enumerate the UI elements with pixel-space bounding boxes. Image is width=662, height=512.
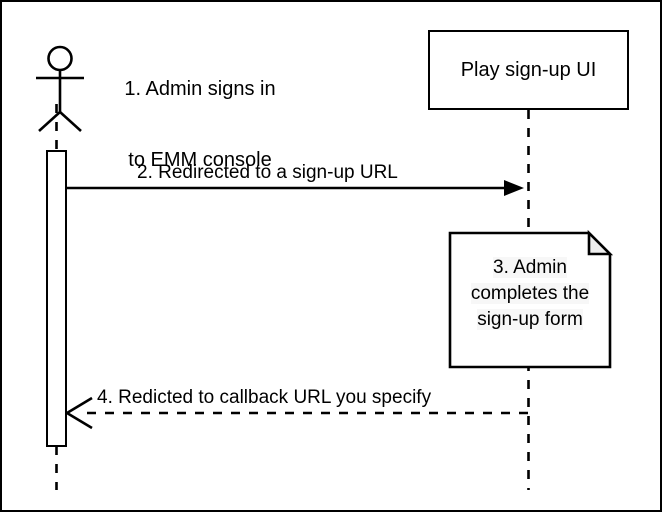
note-text-line-1: 3. Admin	[493, 257, 567, 278]
message-4-label: 4. Redicted to callback URL you specify	[97, 387, 432, 408]
message-2-arrow	[67, 180, 524, 196]
note-text-line-2: completes the	[470, 282, 590, 304]
actor-caption-line-1: 1. Admin signs in	[124, 78, 276, 101]
message-4-arrow	[64, 396, 528, 430]
message-2-label: 2. Redirected to a sign-up URL	[137, 162, 398, 183]
actor-caption: 1. Admin signs in to EMM console	[96, 31, 304, 220]
activation-bar-admin	[46, 150, 67, 447]
actor-stick-figure-icon	[36, 45, 84, 132]
participant-box-play-signup-ui[interactable]: Play sign-up UI	[428, 30, 629, 110]
note-text: 3. Admin completes the sign-up form	[449, 255, 611, 332]
note-text-line-3: sign-up form	[477, 308, 583, 330]
actor-caption-line-2: to EMM console	[128, 148, 272, 171]
participant-label: Play sign-up UI	[460, 58, 597, 81]
